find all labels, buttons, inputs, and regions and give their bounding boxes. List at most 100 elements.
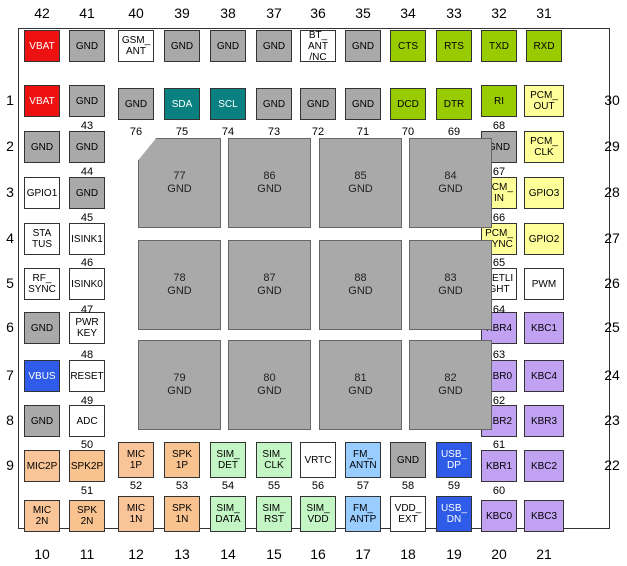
center-pad-number: 80 — [263, 372, 276, 384]
pad-bottom-inner: SIM_ DET — [210, 442, 246, 478]
center-pad-label: GND — [348, 385, 373, 397]
pad-right: KBC2 — [524, 450, 564, 482]
edge-pin-number: 10 — [34, 546, 50, 562]
pad-right: GPIO2 — [524, 223, 564, 255]
pin-number: 50 — [80, 439, 94, 451]
pin-number: 61 — [492, 439, 506, 451]
pin-number: 58 — [401, 480, 415, 492]
pad-top: GND — [69, 30, 105, 62]
pin-number: 48 — [80, 349, 94, 361]
pin-number: 71 — [356, 126, 370, 138]
pad-bottom: FM_ ANTP — [345, 496, 381, 532]
pad-left: MIC2P — [24, 450, 60, 482]
pad-row2: DTR — [436, 88, 472, 120]
edge-pin-number: 34 — [400, 5, 416, 21]
edge-pin-number: 9 — [6, 457, 14, 473]
edge-pin-number: 14 — [220, 546, 236, 562]
pad-bottom: VDD_ EXT — [390, 496, 426, 532]
center-pad-number: 87 — [263, 272, 276, 284]
pin-number: 63 — [492, 349, 506, 361]
edge-pin-number: 33 — [446, 5, 462, 21]
pad-right: PCM_ OUT — [524, 85, 564, 117]
pad-top: GND — [256, 30, 292, 62]
pad-bottom: SPK 1N — [164, 496, 200, 532]
edge-pin-number: 26 — [604, 275, 620, 291]
pad-left: VBUS — [24, 360, 60, 392]
pad-inner-left: GND — [69, 85, 105, 117]
pin-number: 74 — [221, 126, 235, 138]
pin-number: 66 — [492, 212, 506, 224]
edge-pin-number: 11 — [79, 546, 95, 562]
edge-pin-number: 21 — [536, 546, 552, 562]
edge-pin-number: 42 — [34, 5, 50, 21]
center-pad-label: GND — [438, 385, 463, 397]
pin-number: 53 — [175, 480, 189, 492]
edge-pin-number: 29 — [604, 138, 620, 154]
pad-bottom-inner: FM_ ANTN — [345, 442, 381, 478]
pad-left: RF_ SYNC — [24, 268, 60, 300]
pin-number: 44 — [80, 166, 94, 178]
pin-number: 43 — [80, 120, 94, 132]
pin-number: 76 — [129, 126, 143, 138]
center-pad-number: 83 — [444, 272, 457, 284]
pad-inner-left: GND — [69, 177, 105, 209]
edge-pin-number: 32 — [491, 5, 507, 21]
center-pad-number: 82 — [444, 372, 457, 384]
center-pad-number: 78 — [173, 272, 186, 284]
pad-left: STA TUS — [24, 223, 60, 255]
pin-number: 56 — [311, 480, 325, 492]
pad-row2: GND — [256, 88, 292, 120]
pin-number: 52 — [129, 480, 143, 492]
edge-pin-number: 13 — [174, 546, 190, 562]
pin-number: 55 — [267, 480, 281, 492]
edge-pin-number: 4 — [6, 230, 14, 246]
pad-bottom: MIC 1N — [118, 496, 154, 532]
pad-bottom: SIM_ VDD — [300, 496, 336, 532]
edge-pin-number: 35 — [355, 5, 371, 21]
edge-pin-number: 1 — [6, 92, 14, 108]
edge-pin-number: 15 — [266, 546, 282, 562]
pad-bottom-inner: USB_ DP — [436, 442, 472, 478]
edge-pin-number: 17 — [355, 546, 371, 562]
center-pad-label: GND — [167, 385, 192, 397]
center-pad-label: GND — [167, 183, 192, 195]
pin-number: 67 — [492, 166, 506, 178]
pad-inner-left: GND — [69, 131, 105, 163]
pad-left: GND — [24, 405, 60, 437]
edge-pin-number: 37 — [266, 5, 282, 21]
pin-number: 59 — [447, 480, 461, 492]
center-pad-number: 88 — [354, 272, 367, 284]
edge-pin-number: 5 — [6, 275, 14, 291]
edge-pin-number: 23 — [604, 412, 620, 428]
pad-bottom-inner: GND — [390, 442, 426, 478]
pin-number: 73 — [267, 126, 281, 138]
pad-row2: GND — [118, 88, 154, 120]
edge-pin-number: 39 — [174, 5, 190, 21]
pad-inner-left: ISINK0 — [69, 268, 105, 300]
edge-pin-number: 18 — [400, 546, 416, 562]
edge-pin-number: 31 — [536, 5, 552, 21]
pad-top: CTS — [390, 30, 426, 62]
pin-number: 46 — [80, 257, 94, 269]
pad-bottom-inner: SPK 1P — [164, 442, 200, 478]
center-pad-label: GND — [257, 385, 282, 397]
pin-number: 45 — [80, 212, 94, 224]
pin-number: 65 — [492, 257, 506, 269]
pad-left: VBAT — [24, 85, 60, 117]
pad-right: KBC3 — [524, 500, 564, 532]
pin-number: 72 — [311, 126, 325, 138]
pad-bottom: USB_ DN — [436, 496, 472, 532]
pad-right: KBC1 — [524, 312, 564, 344]
pad-inner-left: PWR KEY — [69, 312, 105, 344]
pad-right: GPIO3 — [524, 177, 564, 209]
center-pad-label: GND — [438, 183, 463, 195]
pad-top: VBAT — [24, 30, 60, 62]
pin-number: 54 — [221, 480, 235, 492]
center-pad-number: 77 — [173, 170, 186, 182]
